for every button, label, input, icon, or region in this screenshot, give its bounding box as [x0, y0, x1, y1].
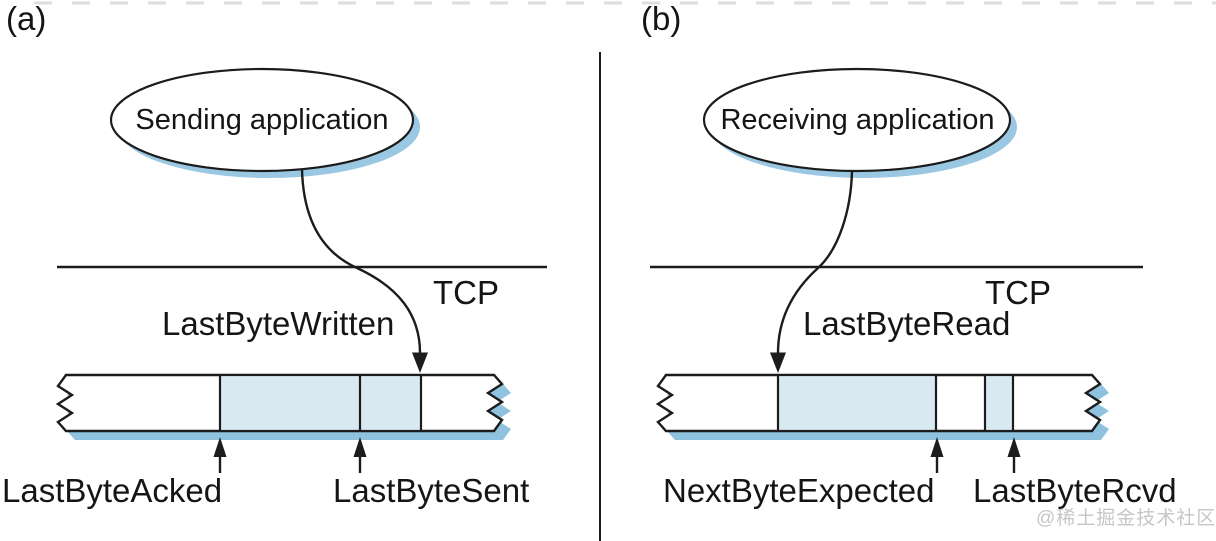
lastbyteread-arrowhead: [770, 352, 786, 373]
panel-a-shapes: [55, 67, 547, 473]
lastbytercvd-arrow: [1007, 437, 1021, 473]
watermark: @稀土掘金技术社区: [1036, 508, 1216, 529]
receiving-application-ellipse: [702, 67, 1012, 173]
lastbytesent-arrow: [353, 437, 367, 473]
lastbytewritten-arrowhead: [412, 352, 428, 373]
nextbyteexpected-label: NextByteExpected: [663, 472, 935, 509]
receiving-application-label: Receiving application: [720, 103, 995, 136]
panel-a-label: (a): [6, 0, 47, 37]
panel-b-shapes: [650, 67, 1143, 473]
sending-application-label: Sending application: [135, 103, 389, 136]
lastbytesent-label: LastByteSent: [333, 472, 530, 509]
tcp-label-b: TCP: [985, 274, 1051, 311]
lastbytercvd-label: LastByteRcvd: [973, 472, 1177, 509]
recv-buffer-out-of-order-region: [985, 376, 1013, 430]
send-buffer-shaded-region: [220, 376, 421, 430]
lastbytewritten-label: LastByteWritten: [162, 305, 395, 342]
lastbyteread-label: LastByteRead: [803, 305, 1011, 342]
tcp-label-a: TCP: [433, 274, 499, 311]
lastbyteacked-label: LastByteAcked: [2, 472, 223, 509]
panel-b-label: (b): [641, 0, 682, 37]
sending-application-ellipse: [109, 67, 415, 173]
lastbyteacked-arrow: [213, 437, 227, 473]
recv-buffer-received-region: [778, 376, 936, 430]
nextbyteexpected-arrow: [930, 437, 944, 473]
